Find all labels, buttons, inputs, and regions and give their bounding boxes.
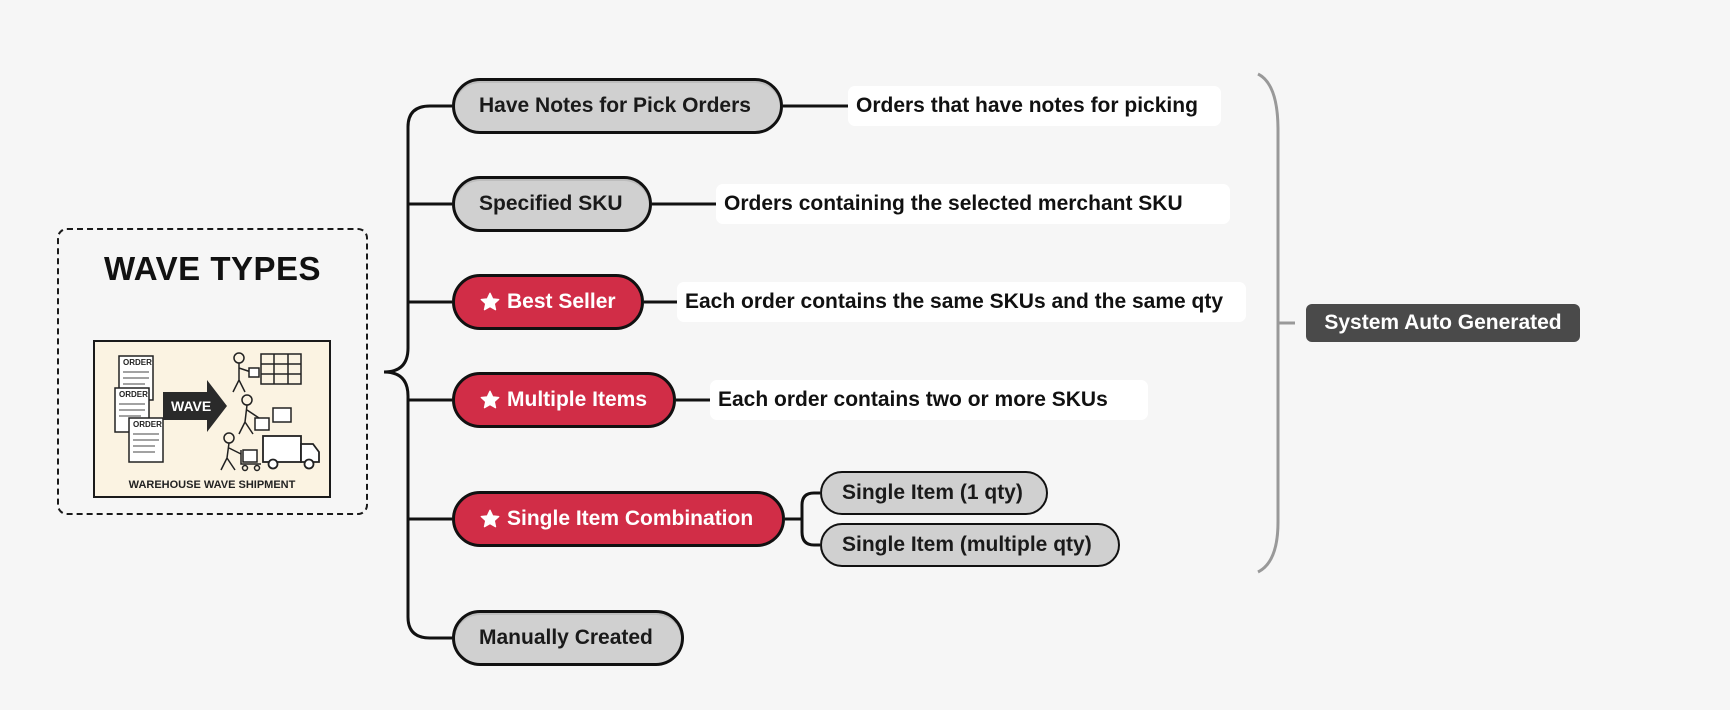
- type-description: Each order contains two or more SKUs: [710, 380, 1148, 420]
- subtype-label: Single Item (1 qty): [842, 481, 1023, 504]
- star-icon: [480, 292, 500, 311]
- worker-icon: [220, 352, 292, 472]
- type-have-notes-for-pick-orders[interactable]: Have Notes for Pick Orders: [452, 78, 783, 134]
- shelf-icon: [260, 353, 302, 385]
- svg-text:ORDER: ORDER: [133, 420, 162, 429]
- warehouse-illustration: ORDER ORDER ORDER WAVE: [93, 340, 331, 498]
- type-multiple-items[interactable]: Multiple Items: [452, 372, 676, 428]
- svg-text:WAVE: WAVE: [171, 398, 211, 414]
- type-best-seller[interactable]: Best Seller: [452, 274, 644, 330]
- subtype-single-item-1-qty[interactable]: Single Item (1 qty): [820, 471, 1048, 515]
- star-icon: [480, 509, 500, 528]
- subtype-label: Single Item (multiple qty): [842, 533, 1092, 556]
- arrow-icon: [163, 380, 227, 432]
- svg-text:ORDER: ORDER: [123, 358, 152, 367]
- main-bracket: [383, 104, 431, 374]
- root-node: WAVE TYPES ORDER ORDER ORDER WAVE: [57, 228, 368, 515]
- group-label-system-auto-generated: System Auto Generated: [1306, 304, 1580, 342]
- type-label: Have Notes for Pick Orders: [479, 94, 751, 117]
- type-description: Orders that have notes for picking: [848, 86, 1221, 126]
- svg-text:WAREHOUSE WAVE SHIPMENT: WAREHOUSE WAVE SHIPMENT: [129, 479, 296, 491]
- type-description: Each order contains the same SKUs and th…: [677, 282, 1246, 322]
- group-bracket: [1257, 72, 1280, 574]
- type-description: Orders containing the selected merchant …: [716, 184, 1230, 224]
- main-bracket: [383, 370, 431, 640]
- star-icon: [480, 390, 500, 409]
- type-single-item-combination[interactable]: Single Item Combination: [452, 491, 785, 547]
- type-specified-sku[interactable]: Specified SKU: [452, 176, 652, 232]
- type-label: Specified SKU: [479, 192, 623, 215]
- type-label: Single Item Combination: [507, 507, 754, 530]
- type-label: Manually Created: [479, 626, 653, 649]
- subtype-single-item-multiple-qty[interactable]: Single Item (multiple qty): [820, 523, 1120, 567]
- child-bracket: [785, 491, 820, 547]
- type-label: Multiple Items: [507, 388, 648, 411]
- root-title: WAVE TYPES: [103, 250, 322, 287]
- svg-text:ORDER: ORDER: [119, 390, 148, 399]
- type-manually-created[interactable]: Manually Created: [452, 610, 684, 666]
- truck-icon: [262, 435, 320, 470]
- type-label: Best Seller: [507, 290, 616, 313]
